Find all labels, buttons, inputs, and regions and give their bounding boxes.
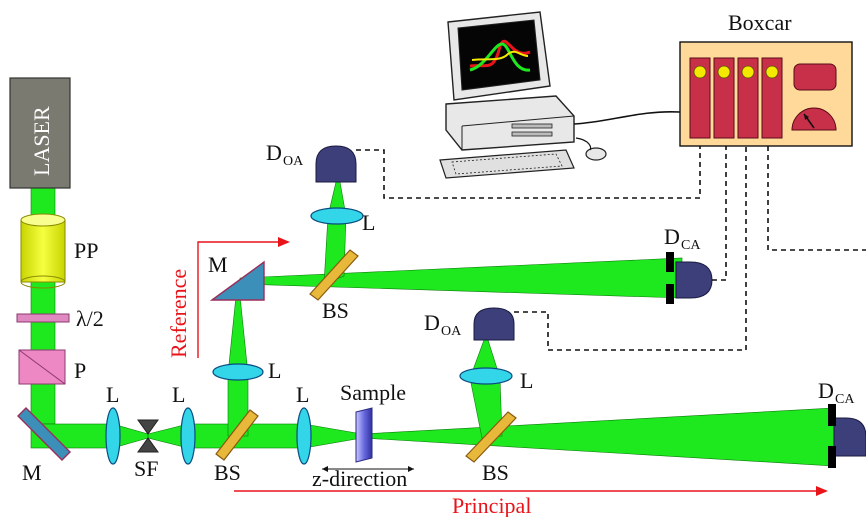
spatial-filter-label: SF [134,456,158,481]
mirror-bottom-left: M [17,407,71,485]
laser-label: LASER [29,106,54,176]
doa-top-d: D [266,140,282,165]
lens-1: L [105,382,121,465]
sample-label: Sample [340,380,406,405]
mirror-reference: M [208,252,265,301]
lens-oa-top: L [310,207,375,235]
reference-arrow: Reference [166,237,290,358]
reference-label: Reference [166,269,191,358]
z-direction-label: z-direction [312,466,407,491]
lens-oa-bottom-label: L [520,368,533,393]
detector-oa-bottom: D OA [424,307,515,341]
detector-ca-reference: D CA [664,224,713,304]
lens-ref-label: L [268,358,281,383]
sample: Sample z-direction [312,380,414,491]
lens-3: L [296,382,312,465]
boxcar-modules [689,57,783,139]
mirror-ref-label: M [208,252,228,277]
bs-1-label: BS [214,460,241,485]
lens-oa-bottom: L [459,367,533,393]
lens-2: L [172,382,196,465]
principal-arrow: Principal [234,486,828,517]
lens-2-label: L [172,382,185,407]
pp-label: PP [74,238,98,263]
bs-2-label: BS [482,460,509,485]
laser-source: LASER [9,77,71,189]
pp-component: PP [20,213,98,289]
doa-bottom-sub: OA [441,324,462,339]
half-wave-plate: λ/2 [16,306,104,331]
detector-ca-principal: D CA [818,378,866,468]
mouse-icon [573,110,681,161]
detector-oa-top: D OA [266,140,357,183]
boxcar-label: Boxcar [728,10,792,35]
doa-bottom-d: D [424,310,440,335]
boxcar-unit: Boxcar [679,10,853,147]
keyboard-icon [439,149,575,179]
oscilloscope-trace-icon [469,39,531,72]
principal-label: Principal [452,493,531,517]
computer-icon [439,11,681,179]
beam-splitter-principal-1: BS [214,409,259,485]
lens-reference: L [212,358,281,383]
polarizer: P [18,349,86,385]
lens-oa-top-label: L [362,210,375,235]
spatial-filter: SF [134,419,159,481]
doa-top-sub: OA [283,154,304,169]
lens-1-label: L [106,382,119,407]
lens-3-label: L [296,382,309,407]
beam-splitter-principal-2: BS [465,411,517,485]
dca-ref-d: D [664,224,680,249]
meter-dial-icon [791,107,837,131]
dca-principal-sub: CA [835,392,855,407]
mirror-label: M [22,460,42,485]
polarizer-label: P [74,358,86,383]
bs-ref-label: BS [322,298,349,323]
signal-cables [356,146,866,351]
dca-principal-d: D [818,378,834,403]
beam-splitter-reference: BS [309,249,359,323]
half-wave-label: λ/2 [76,306,104,331]
dca-ref-sub: CA [681,238,701,253]
